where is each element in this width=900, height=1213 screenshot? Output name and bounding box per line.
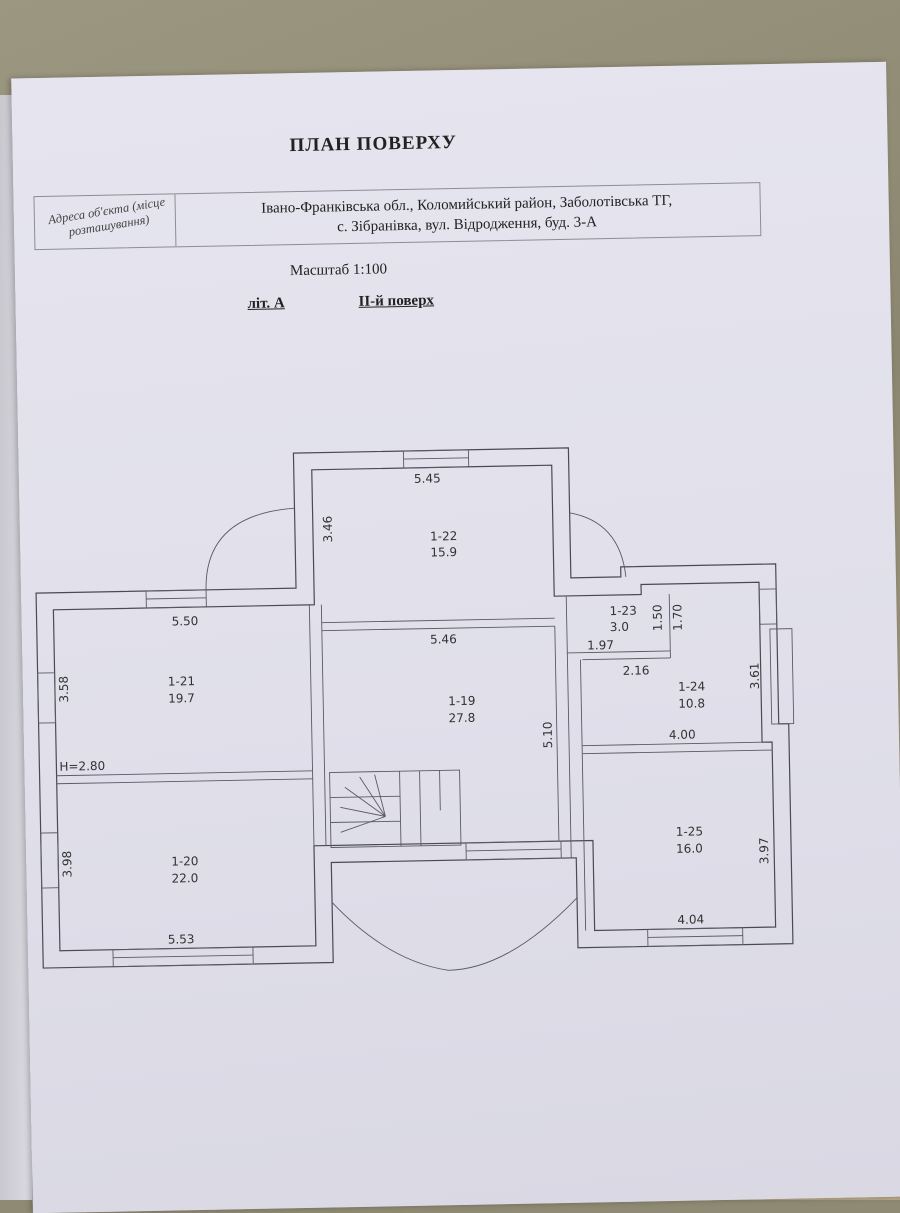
room-1-24-area: 10.8	[678, 696, 705, 711]
floor-label: ІІ-й поверх	[358, 292, 435, 310]
page-title: ПЛАН ПОВЕРХУ	[289, 131, 458, 157]
room-1-20-width: 5.53	[168, 932, 195, 947]
room-1-23-id: 1-23	[609, 604, 636, 619]
address-value: Івано-Франківська обл., Коломийський рай…	[177, 189, 758, 240]
scale-label: Масштаб 1:100	[289, 261, 388, 280]
extra-dim-1-70: 1.70	[670, 604, 685, 631]
room-1-21-area: 19.7	[168, 691, 195, 706]
room-1-22-area: 15.9	[430, 545, 457, 560]
room-1-21-width: 5.50	[172, 614, 199, 629]
room-1-25-width: 4.04	[677, 912, 704, 927]
room-1-19-depth: 5.10	[541, 721, 556, 748]
room-1-19-width: 5.46	[430, 632, 457, 647]
room-1-23-depth: 1.50	[650, 604, 665, 631]
room-1-20-id: 1-20	[171, 854, 198, 869]
document-page: ПЛАН ПОВЕРХУ Адреса об'єкта (місце розта…	[11, 61, 900, 1213]
height-mark: H=2.80	[59, 759, 105, 774]
floor-plan: H=2.80 5.45 3.46 1-22 15.9 5.50 3.58 1-2…	[18, 422, 889, 998]
room-1-20-depth: 3.98	[60, 851, 75, 878]
room-1-25-area: 16.0	[676, 841, 703, 856]
door-arcs	[205, 507, 627, 971]
address-label: Адреса об'єкта (місце розташування)	[47, 194, 167, 239]
room-1-25-id: 1-25	[676, 824, 703, 839]
room-1-24-width: 4.00	[669, 727, 696, 742]
room-1-22-width: 5.45	[414, 471, 441, 486]
room-1-24-id: 1-24	[678, 679, 705, 694]
room-1-22-id: 1-22	[430, 529, 457, 544]
room-1-19-area: 27.8	[448, 711, 475, 726]
room-1-25-depth: 3.97	[757, 837, 772, 864]
staircase	[329, 769, 462, 848]
windows	[37, 449, 795, 968]
room-1-19-id: 1-19	[448, 694, 475, 709]
room-1-22-depth: 3.46	[321, 516, 336, 543]
interior-walls	[56, 593, 773, 931]
room-1-20-area: 22.0	[171, 871, 198, 886]
lit-label: літ. А	[247, 295, 285, 313]
room-1-24-depth: 3.61	[748, 662, 763, 689]
room-1-21-id: 1-21	[168, 674, 195, 689]
room-1-23-width: 1.97	[587, 638, 614, 653]
room-1-21-depth: 3.58	[57, 676, 72, 703]
floor-plan-drawing: H=2.80 5.45 3.46 1-22 15.9 5.50 3.58 1-2…	[35, 447, 795, 971]
address-label-cell: Адреса об'єкта (місце розташування)	[34, 194, 177, 250]
address-table: Адреса об'єкта (місце розташування) Іван…	[33, 182, 762, 251]
room-1-23-area: 3.0	[610, 620, 629, 634]
extra-dim-2-16: 2.16	[623, 663, 650, 678]
